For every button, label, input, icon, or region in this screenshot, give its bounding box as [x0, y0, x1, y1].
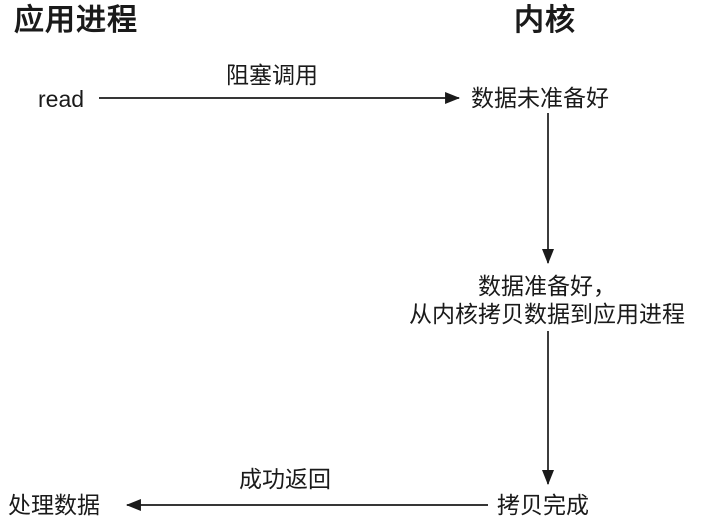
copy-complete-node: 拷贝完成: [497, 492, 589, 518]
read-node: read: [38, 86, 85, 112]
blocking-call-label: 阻塞调用: [226, 62, 318, 88]
success-return-label: 成功返回: [239, 466, 331, 492]
data-ready-node: 数据准备好， 从内核拷贝数据到应用进程: [397, 272, 697, 328]
process-data-node: 处理数据: [8, 492, 100, 518]
data-ready-line2: 从内核拷贝数据到应用进程: [409, 301, 685, 327]
data-not-ready-node: 数据未准备好: [471, 85, 609, 111]
application-process-title: 应用进程: [14, 4, 138, 37]
kernel-title: 内核: [514, 4, 576, 37]
data-ready-line1: 数据准备好，: [478, 273, 616, 299]
